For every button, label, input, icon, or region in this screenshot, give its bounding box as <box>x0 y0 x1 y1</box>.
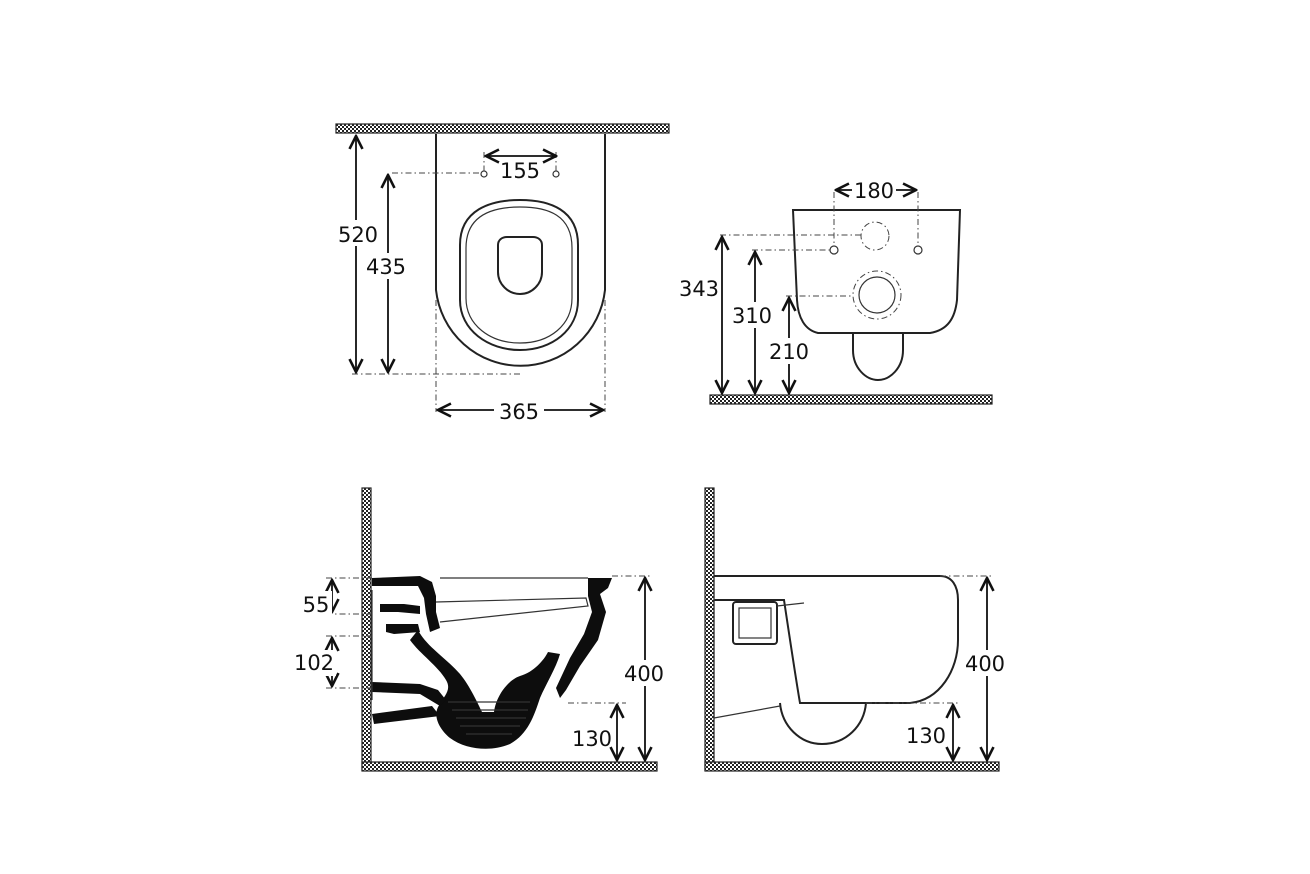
section-rim-back <box>372 576 440 632</box>
back-body <box>791 209 962 334</box>
wall-section <box>361 487 372 771</box>
dim-label-400-section: 400 <box>624 662 664 686</box>
section-water <box>448 701 530 735</box>
wall-side <box>704 487 715 771</box>
waste-outlet <box>852 270 902 320</box>
label-bg-400-section <box>624 660 668 686</box>
label-bg-365 <box>494 398 544 424</box>
section-rim-front <box>556 578 612 698</box>
top-view: 155 520 435 365 <box>335 123 670 424</box>
seat-inner <box>465 206 573 344</box>
label-bg-210 <box>768 338 812 364</box>
bolt-hole-left <box>829 245 839 255</box>
label-bg-343 <box>678 275 720 301</box>
section-flush-pipe-2 <box>386 624 420 634</box>
dim-label-102: 102 <box>294 651 334 675</box>
label-bg-102 <box>292 650 336 676</box>
dim-label-130-side: 130 <box>906 724 946 748</box>
section-view: 55 102 400 130 <box>292 487 668 772</box>
fixing-hole-right <box>552 170 560 178</box>
bowl-outline <box>435 134 606 367</box>
dim-label-210: 210 <box>769 340 809 364</box>
side-panel-line <box>776 602 805 607</box>
dim-label-400-side: 400 <box>965 652 1005 676</box>
floor-back-view <box>709 394 993 405</box>
side-panel <box>732 601 778 645</box>
label-bg-310 <box>732 302 776 328</box>
label-bg-55 <box>300 591 332 617</box>
seat-outer <box>459 198 579 352</box>
dim-label-155: 155 <box>500 159 540 183</box>
side-panel-inner <box>738 607 772 639</box>
label-bg-180 <box>852 178 896 202</box>
section-bowl-wall <box>410 630 560 749</box>
side-view: 400 130 <box>704 487 1008 772</box>
back-foot <box>852 333 904 382</box>
dim-label-310: 310 <box>732 304 772 328</box>
section-outlet-pipe <box>372 706 440 724</box>
dim-label-365: 365 <box>499 400 539 424</box>
wall-top-view <box>335 123 670 134</box>
dim-label-130-section: 130 <box>572 727 612 751</box>
label-bg-435 <box>364 253 410 279</box>
side-foot <box>779 702 867 746</box>
bolt-hole-right <box>913 245 923 255</box>
side-pipe-line <box>713 705 781 719</box>
floor-side <box>704 761 1000 772</box>
dim-label-180: 180 <box>854 179 894 203</box>
back-view: 180 343 310 210 <box>678 178 993 405</box>
water-inlet <box>860 221 890 251</box>
side-body <box>714 575 959 704</box>
waste-outlet-inner <box>858 276 896 314</box>
dim-label-55: 55 <box>303 593 330 617</box>
dim-label-343: 343 <box>679 277 719 301</box>
section-spigot <box>372 682 446 706</box>
section-bowl-surface <box>435 597 589 623</box>
section-flush-pipe <box>380 604 420 614</box>
fixing-hole-left <box>480 170 488 178</box>
label-bg-400-side <box>964 650 1008 676</box>
dim-label-435: 435 <box>366 255 406 279</box>
label-bg-520 <box>336 220 380 246</box>
floor-section <box>361 761 658 772</box>
bowl-opening <box>497 236 543 296</box>
dim-label-520: 520 <box>338 223 378 247</box>
